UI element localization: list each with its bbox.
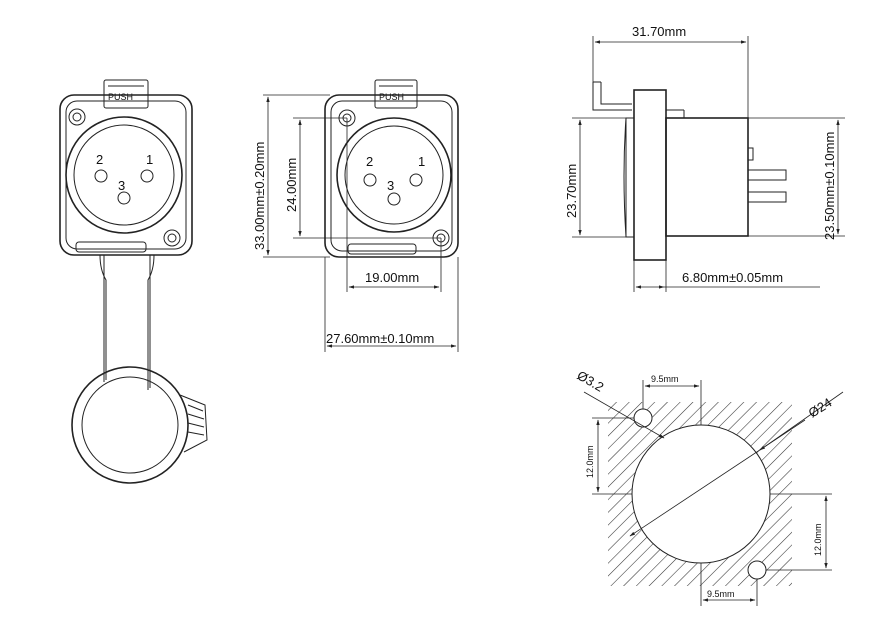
solder-pin xyxy=(747,147,754,161)
panel-cutout-view: Ø24 Ø3.2 9.5mm 12.0mm 12.0mm 9.5mm xyxy=(575,368,844,606)
solder-pin xyxy=(747,169,787,181)
dim-cutout-bottom: 9.5mm xyxy=(707,589,735,599)
pin-label-1-dim: 1 xyxy=(418,154,425,169)
dim-width-holes: 19.00mm xyxy=(365,270,419,285)
dim-cutout-main: Ø24 xyxy=(806,395,835,421)
cutout-main-circle xyxy=(631,424,771,564)
side-flange xyxy=(633,89,667,261)
socket-inner xyxy=(73,124,175,226)
side-latch xyxy=(592,82,632,111)
label-slot xyxy=(75,241,147,253)
side-view: 31.70mm 23.70mm 23.50mm±0.10mm 6.80mm±0.… xyxy=(564,24,845,292)
front-view-dimensioned: PUSH 2 1 3 33.00mm±0.20mm 24.00mm 19.00m… xyxy=(252,79,459,352)
mount-hole xyxy=(163,229,181,247)
socket-outer xyxy=(65,116,183,234)
pin-1 xyxy=(140,169,154,183)
push-label-dim: PUSH xyxy=(379,92,404,102)
pin-2 xyxy=(94,169,108,183)
front-view-with-cap: PUSH 2 1 3 xyxy=(59,79,208,484)
pin-label-2-dim: 2 xyxy=(366,154,373,169)
cutout-mount-hole xyxy=(747,560,767,580)
cap-grip xyxy=(179,394,208,453)
pin-label-3-dim: 3 xyxy=(387,178,394,193)
cap-outer xyxy=(71,366,189,484)
dim-width-outer: 27.60mm±0.10mm xyxy=(326,331,434,346)
dim-cutout-right: 12.0mm xyxy=(813,523,823,556)
solder-pin xyxy=(747,191,787,203)
dim-cutout-top: 9.5mm xyxy=(651,374,679,384)
dim-flange: 6.80mm±0.05mm xyxy=(682,270,783,285)
pin-3 xyxy=(117,191,131,205)
dim-height-outer: 33.00mm±0.20mm xyxy=(252,142,267,250)
flange-body xyxy=(59,94,193,256)
mount-hole xyxy=(68,108,86,126)
push-label-front: PUSH xyxy=(108,92,133,102)
panel-hatch xyxy=(608,402,792,586)
dim-cutout-hole: Ø3.2 xyxy=(575,368,607,395)
side-body xyxy=(665,117,749,237)
dim-height-inner: 24.00mm xyxy=(284,158,299,212)
pin-label-1: 1 xyxy=(146,152,153,167)
dim-cutout-left: 12.0mm xyxy=(585,445,595,478)
cutout-mount-hole xyxy=(633,408,653,428)
latch-tab xyxy=(103,79,149,109)
cap-inner xyxy=(81,376,179,474)
pin-label-3: 3 xyxy=(118,178,125,193)
pin-label-2: 2 xyxy=(96,152,103,167)
dim-side-height: 23.70mm xyxy=(564,164,579,218)
dim-depth-total: 31.70mm xyxy=(632,24,686,39)
side-bezel xyxy=(623,117,627,238)
dim-side-right: 23.50mm±0.10mm xyxy=(822,132,837,240)
